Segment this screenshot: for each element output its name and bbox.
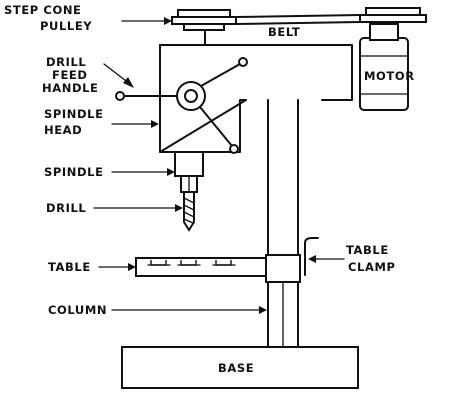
- table-clamp: [265, 237, 319, 283]
- drill-feed-handle: [115, 57, 248, 154]
- label-step-cone-pulley: PULLEY: [40, 19, 92, 33]
- label-spindle-head-2: HEAD: [44, 123, 82, 137]
- label-table: TABLE: [48, 260, 91, 274]
- label-drill-feed: DRILL: [46, 55, 86, 69]
- label-spindle-head: SPINDLE: [44, 107, 104, 121]
- leader-lines: [93, 17, 345, 314]
- label-drill-feed-2: FEED: [52, 68, 88, 82]
- belt: [235, 14, 361, 25]
- label-drill: DRILL: [46, 201, 86, 215]
- table: [135, 257, 269, 277]
- label-belt: BELT: [268, 25, 300, 39]
- base: [121, 346, 359, 389]
- column: [267, 99, 299, 348]
- spindle: [174, 151, 204, 193]
- label-drill-feed-handle: HANDLE: [42, 81, 98, 95]
- motor: [359, 23, 409, 111]
- step-cone-pulley-left: [171, 9, 237, 46]
- label-table-clamp: TABLE: [346, 243, 389, 257]
- label-table-clamp-2: CLAMP: [348, 260, 396, 274]
- label-column: COLUMN: [48, 303, 107, 317]
- label-step-cone: STEP CONE: [4, 3, 82, 17]
- drill-bit: [183, 191, 195, 232]
- label-spindle: SPINDLE: [44, 165, 104, 179]
- spindle-head: [159, 44, 353, 153]
- label-base: BASE: [218, 361, 254, 375]
- label-motor: MOTOR: [364, 69, 415, 83]
- step-cone-pulley-right: [359, 7, 427, 25]
